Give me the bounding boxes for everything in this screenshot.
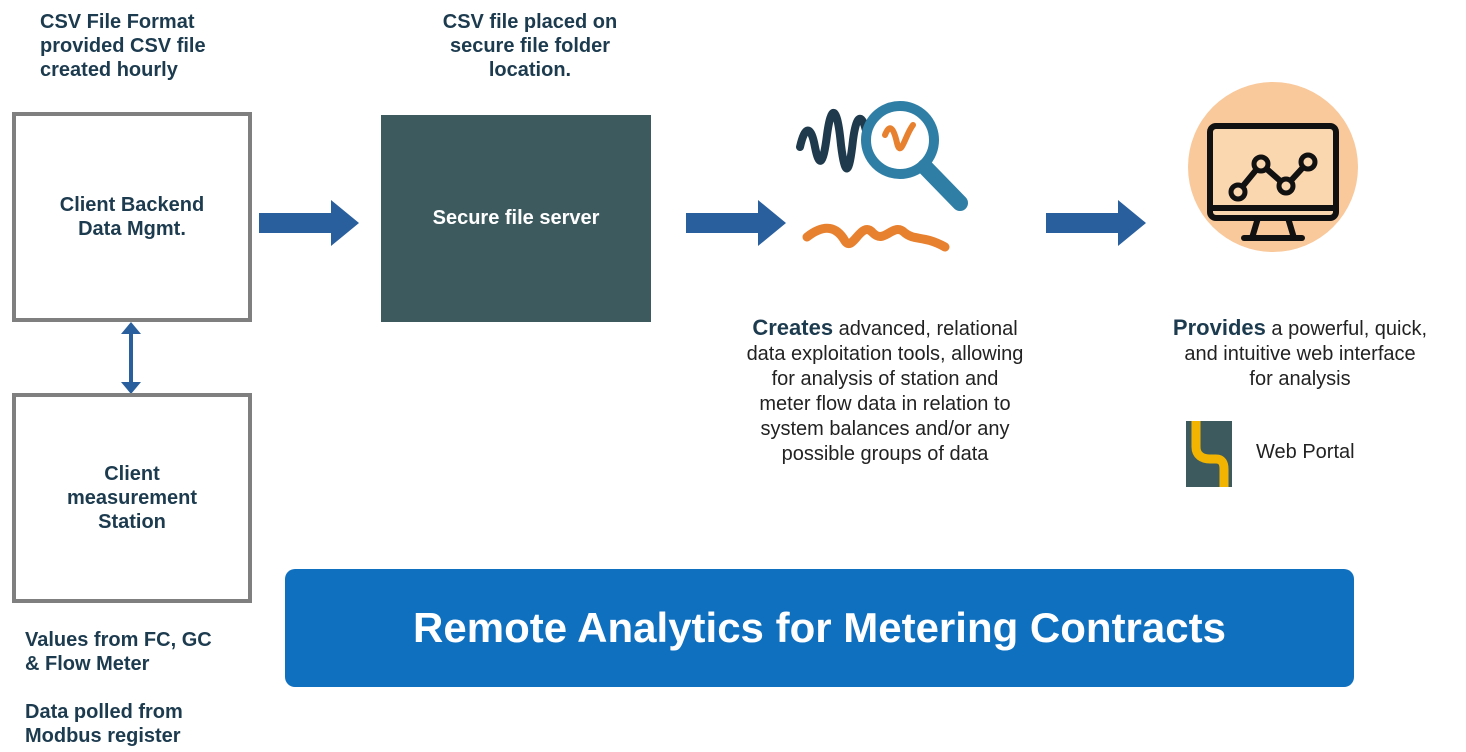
values-from-line-2: & Flow Meter	[25, 653, 150, 675]
client-station-line-1: Client	[104, 463, 160, 485]
values-from-line-1: Values from FC, GC	[25, 629, 212, 651]
client-station-line-3: Station	[98, 511, 166, 533]
client-station-line-2: measurement	[66, 487, 198, 509]
portal-line-1: a powerful, quick,	[1265, 318, 1428, 340]
portal-description: Provides a powerful, quick, and intuitiv…	[1145, 315, 1455, 392]
banner-title-box: Remote Analytics for Metering Contracts	[285, 569, 1354, 687]
arrow-right-icon	[686, 200, 786, 246]
analytics-line-3: for analysis of station and	[771, 368, 999, 390]
arrow-right-icon	[259, 200, 359, 246]
web-portal-logo-icon	[1186, 421, 1232, 487]
client-backend-line-2: Data Mgmt.	[78, 218, 186, 240]
web-portal-label: Web Portal	[1256, 441, 1355, 463]
data-polled-line-1: Data polled from	[25, 701, 183, 723]
csv-format-line-3: created hourly	[40, 59, 178, 81]
csv-format-line-2: provided CSV file	[40, 35, 206, 57]
arrow-right-icon	[1046, 200, 1146, 246]
client-backend-line-1: Client Backend	[59, 194, 205, 216]
csv-placed-line-1: CSV file placed on	[442, 11, 618, 33]
secure-file-server-label: Secure file server	[432, 207, 600, 229]
portal-line-2: and intuitive web interface	[1184, 343, 1416, 365]
banner-title: Remote Analytics for Metering Contracts	[413, 604, 1226, 651]
analytics-magnifier-icon	[796, 101, 968, 252]
secure-file-server-box: Secure file server	[381, 115, 651, 322]
analytics-description: Creates advanced, relational data exploi…	[725, 315, 1045, 467]
data-polled-line-2: Modbus register	[25, 725, 181, 747]
client-station-box: Client measurement Station	[12, 393, 252, 603]
web-monitor-icon	[1188, 82, 1358, 252]
csv-format-line-1: CSV File Format	[40, 11, 195, 33]
portal-line-3: for analysis	[1249, 368, 1351, 390]
csv-placed-line-3: location.	[488, 59, 572, 81]
analytics-line-4: meter flow data in relation to	[759, 393, 1011, 415]
values-from-label: Values from FC, GC & Flow Meter	[25, 628, 212, 676]
analytics-line-1: advanced, relational	[833, 318, 1018, 340]
csv-placed-label: CSV file placed on secure file folder lo…	[405, 10, 655, 82]
analytics-line-5: system balances and/or any	[760, 418, 1010, 440]
csv-placed-line-2: secure file folder	[449, 35, 611, 57]
analytics-line-2: data exploitation tools, allowing	[746, 343, 1024, 365]
portal-lead: Provides	[1172, 315, 1266, 340]
bidirectional-arrow	[121, 322, 141, 394]
analytics-lead: Creates	[752, 315, 834, 340]
analytics-line-6: possible groups of data	[781, 443, 989, 465]
data-polled-label: Data polled from Modbus register	[25, 700, 183, 748]
csv-format-label: CSV File Format provided CSV file create…	[40, 10, 206, 82]
client-backend-box: Client Backend Data Mgmt.	[12, 112, 252, 322]
